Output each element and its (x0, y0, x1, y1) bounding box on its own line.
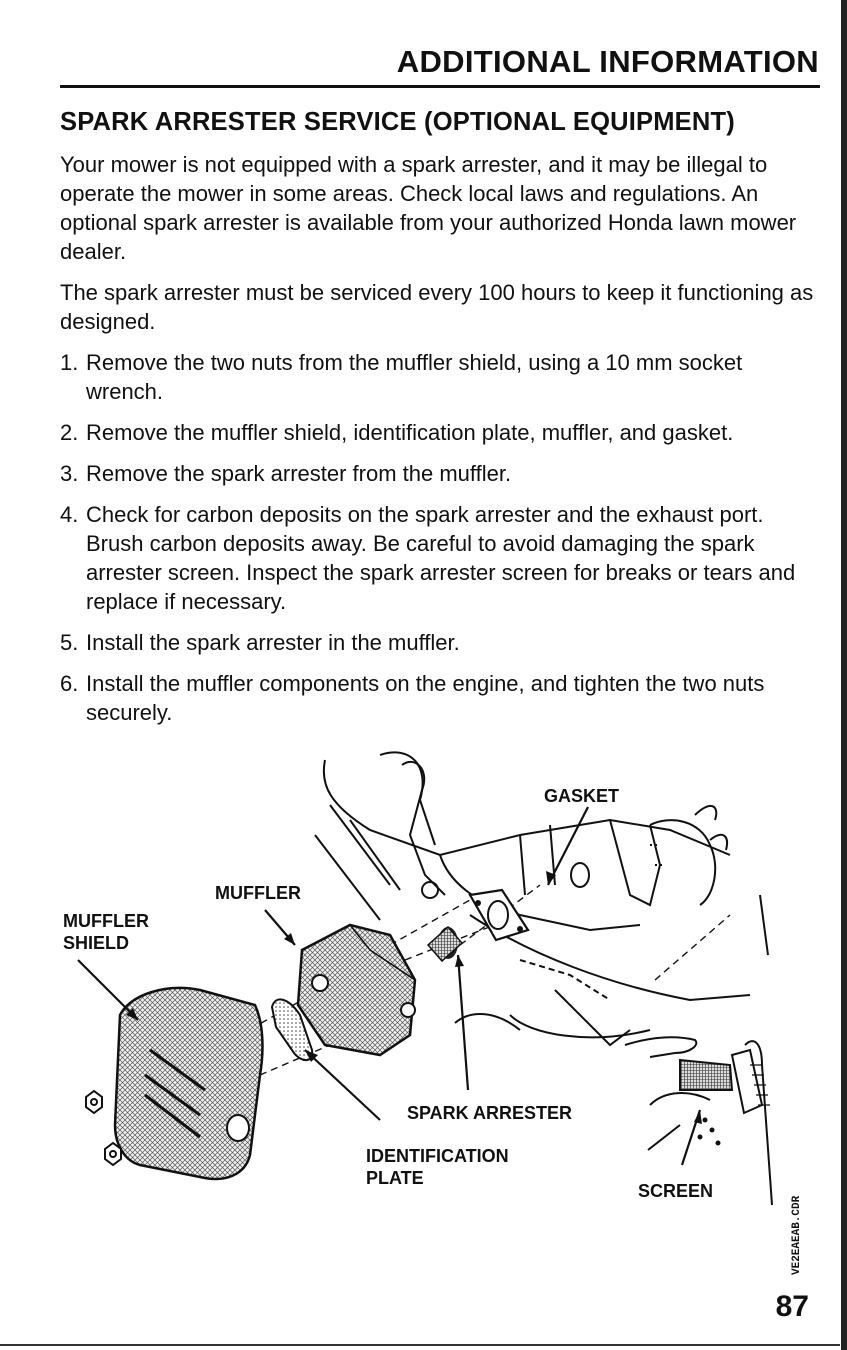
step-text: Check for carbon deposits on the spark a… (86, 502, 796, 614)
page-edge-shadow (841, 0, 847, 1350)
step-number: 3. (60, 461, 79, 486)
spark-arrester-part (426, 925, 464, 963)
step-item: 3. Remove the spark arrester from the muf… (60, 459, 820, 488)
step-number: 6. (60, 671, 79, 696)
step-item: 5. Install the spark arrester in the muff… (60, 628, 820, 657)
leader-arrowheads (126, 871, 702, 1124)
heading-rule (60, 85, 820, 88)
exploded-view-figure: GASKET MUFFLER MUFFLER SHIELD SPARK ARRE… (50, 745, 810, 1215)
screen-brushing-detail (624, 1036, 773, 1206)
label-muffler-shield-line-1: MUFFLER (63, 911, 149, 931)
label-gasket: GASKET (544, 786, 620, 806)
identification-plate-part (270, 998, 314, 1062)
label-muffler: MUFFLER (215, 883, 301, 903)
label-muffler-shield: MUFFLER SHIELD (63, 910, 149, 954)
steps-list: 1. Remove the two nuts from the muffler s… (60, 348, 820, 727)
label-screen: SCREEN (638, 1181, 714, 1201)
step-item: 6. Install the muffler components on the … (60, 669, 820, 727)
muffler-shield-part (113, 986, 264, 1181)
step-item: 2. Remove the muffler shield, identificat… (60, 418, 820, 447)
step-item: 4. Check for carbon deposits on the spark… (60, 500, 820, 616)
step-text: Remove the two nuts from the muffler shi… (86, 350, 743, 404)
label-spark-arrester: SPARK ARRESTER (407, 1103, 573, 1123)
section-heading: ADDITIONAL INFORMATION (396, 44, 819, 79)
body-text: Your mower is not equipped with a spark … (60, 150, 820, 739)
step-number: 4. (60, 502, 79, 527)
label-identification-plate: IDENTIFICATION PLATE (366, 1145, 509, 1189)
step-text: Install the muffler components on the en… (86, 671, 765, 725)
label-identification-plate-line-1: IDENTIFICATION (366, 1146, 509, 1166)
label-identification-plate-line-2: PLATE (366, 1168, 424, 1188)
step-item: 1. Remove the two nuts from the muffler s… (60, 348, 820, 406)
step-number: 5. (60, 630, 79, 655)
figure-code: VE2EAEAB.CDR (791, 1195, 803, 1275)
gasket-part (468, 888, 530, 942)
exploded-view-illustration (77, 751, 773, 1206)
step-text: Remove the spark arrester from the muffl… (86, 461, 512, 486)
engine-block (314, 751, 769, 1047)
label-muffler-shield-line-2: SHIELD (63, 933, 130, 953)
page-title: SPARK ARRESTER SERVICE (OPTIONAL EQUIPME… (60, 108, 735, 136)
page-number: 87 (775, 1290, 809, 1323)
nut-parts (85, 1089, 122, 1167)
step-text: Remove the muffler shield, identificatio… (86, 420, 734, 445)
step-text: Install the spark arrester in the muffle… (86, 630, 460, 655)
muffler-part (296, 923, 417, 1057)
step-number: 2. (60, 420, 79, 445)
paragraph-intro: Your mower is not equipped with a spark … (60, 152, 797, 264)
page-bottom-rule (0, 1344, 840, 1346)
paragraph-service-interval: The spark arrester must be serviced ever… (60, 280, 814, 334)
step-number: 1. (60, 350, 79, 375)
